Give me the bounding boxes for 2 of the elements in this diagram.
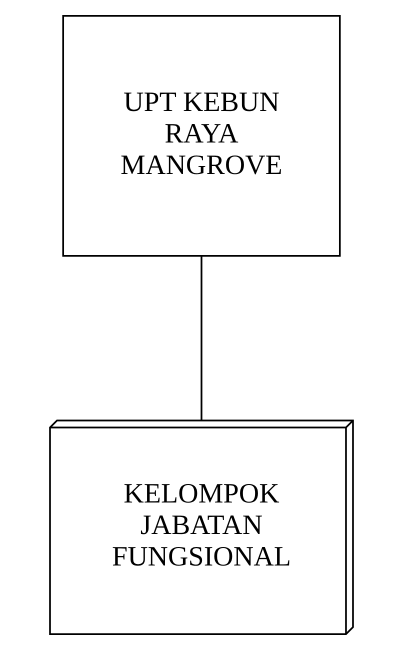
connector (200, 256, 202, 420)
node-box: UPT KEBUN RAYA MANGROVE (62, 15, 341, 257)
